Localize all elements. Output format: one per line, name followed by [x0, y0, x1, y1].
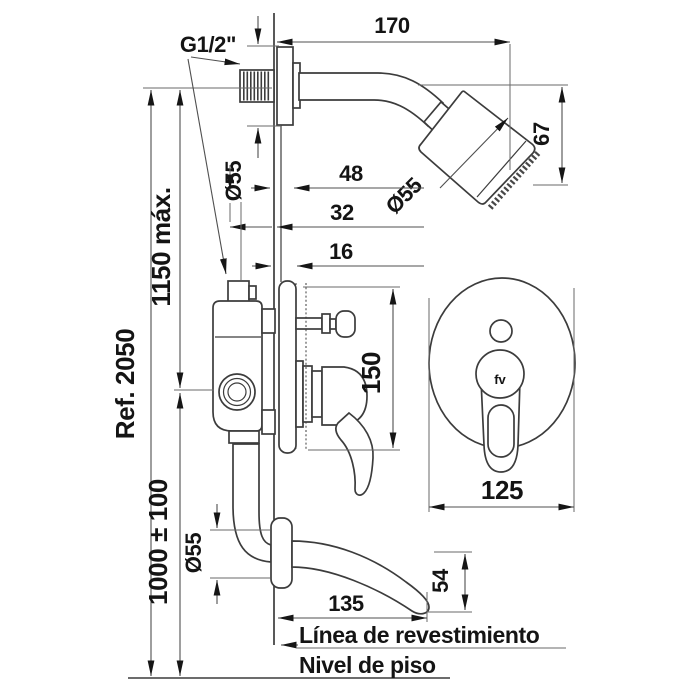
shower-head [418, 90, 541, 211]
tub-spout [232, 443, 430, 615]
brand-logo: fv [494, 372, 506, 387]
dim-spout-flange-label: Ø55 [181, 533, 206, 574]
dimension-plate-width: 125 [428, 288, 575, 512]
thread-callout: G1/2" [180, 32, 241, 275]
finish-line-callout: Línea de revestimiento [281, 622, 566, 649]
dimension-head-height: 67 [418, 84, 568, 186]
dim-spout-drop-label: 54 [428, 568, 453, 593]
shower-arm [239, 46, 445, 128]
dimension-depth-b: 32 [226, 165, 424, 280]
dimension-spout-drop: 54 [427, 551, 472, 613]
dim-flange-diameter-label: Ø55 [221, 161, 246, 202]
dimension-arm-reach: 170 [277, 13, 511, 170]
dim-depth-b-label: 32 [330, 200, 354, 225]
upper-stub [261, 308, 276, 334]
handle-side [295, 360, 374, 496]
mixing-valve [212, 280, 374, 496]
dim-spout-reach-label: 135 [328, 591, 364, 616]
dim-reference-label: Ref. 2050 [110, 329, 140, 440]
dimension-spout-reach: 135 [278, 591, 428, 622]
dim-arm-reach-label: 170 [374, 13, 410, 38]
trim-sleeve [278, 280, 297, 454]
dim-height-max-label: 1150 máx. [146, 187, 176, 306]
diverter-stem [295, 310, 356, 338]
lower-stub [261, 409, 276, 435]
dimension-flange-diameter: Ø55 [221, 16, 281, 201]
floor-line-label: Nivel de piso [299, 652, 436, 678]
spout-flange [270, 517, 293, 589]
dim-head-height-label: 67 [529, 122, 554, 146]
dim-depth-a-label: 48 [339, 161, 363, 186]
finish-line-label: Línea de revestimiento [299, 622, 540, 648]
floor-line-callout: Nivel de piso [299, 652, 436, 678]
dim-plate-width-label: 125 [481, 475, 523, 505]
dimension-depth-c: 16 [252, 239, 424, 270]
diverter-button [489, 319, 513, 343]
dimension-left-stack: Ref. 2050 1150 máx. 1000 ± 100 [110, 87, 272, 676]
dimension-spout-flange: Ø55 [181, 504, 270, 604]
lever-cutout [487, 404, 515, 458]
dim-body-height-label: 150 [356, 352, 386, 394]
dim-spout-height-label: 1000 ± 100 [143, 479, 173, 605]
trim-plate-front-view: fv [428, 277, 576, 473]
handle-escutcheon [475, 349, 525, 399]
dimension-body-height: 150 [303, 286, 400, 451]
thread-label: G1/2" [180, 32, 236, 57]
dimension-depth-a: 48 [251, 161, 424, 192]
dim-head-diameter-label: Ø55 [381, 172, 427, 218]
spray-face [486, 151, 541, 211]
dim-depth-c-label: 16 [329, 239, 353, 264]
